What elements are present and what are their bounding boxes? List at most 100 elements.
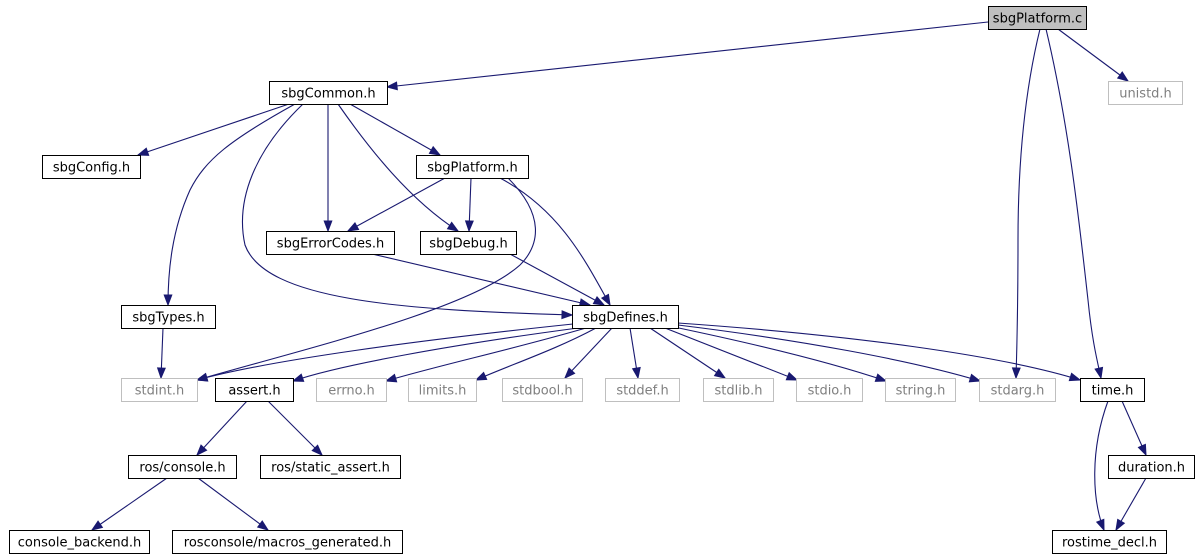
node-assert-h[interactable]: assert.h (215, 378, 294, 402)
edge-line (167, 103, 296, 306)
edge-sbgCommon_h-to-sbgErrorCodes_h (323, 104, 333, 233)
edge-assert_h-to-ros_static_assert_h (267, 400, 323, 456)
node-box (416, 155, 529, 179)
node-label: sbgTypes.h (132, 311, 204, 326)
node-time-h[interactable]: time.h (1080, 378, 1145, 402)
node-limits-h: limits.h (408, 378, 477, 402)
node-label: stdlib.h (715, 384, 763, 399)
edge-line (91, 477, 168, 531)
edge-line (1015, 28, 1041, 379)
edge-arrowhead (1094, 366, 1104, 380)
node-ros-static-assert-h[interactable]: ros/static_assert.h (260, 455, 401, 479)
edge-line (137, 103, 290, 156)
edge-line (677, 324, 981, 382)
edge-line (664, 327, 798, 381)
edge-line (649, 327, 726, 379)
node-label: sbgCommon.h (281, 87, 375, 102)
edge-line (347, 177, 446, 232)
node-sbgConfig-h[interactable]: sbgConfig.h (42, 155, 141, 179)
edge-sbgPlatform_h-to-sbgDefines_h (499, 177, 611, 307)
edge-line (196, 177, 536, 381)
node-box (1080, 378, 1145, 402)
edge-arrowhead (1095, 518, 1105, 532)
edge-arrowhead (196, 444, 208, 457)
node-ros-console-h[interactable]: ros/console.h (128, 455, 237, 479)
node-label: stdio.h (808, 384, 852, 399)
edge-sbgCommon_h-to-sbgDefines_h (241, 103, 574, 320)
edge-sbgPlatform_h-to-sbgErrorCodes_h (346, 177, 446, 232)
node-sbgDebug-h[interactable]: sbgDebug.h (420, 231, 517, 255)
node-label: unistd.h (1119, 87, 1172, 102)
edge-sbgCommon_h-to-sbgConfig_h (136, 103, 290, 156)
edge-sbgDefines_h-to-stdarg_h (677, 324, 982, 383)
edge-arrowhead (1115, 518, 1126, 532)
edge-arrowhead (474, 371, 488, 381)
node-unistd-h: unistd.h (1108, 81, 1183, 105)
edge-sbgDebug_h-to-sbgDefines_h (509, 253, 606, 306)
node-box (988, 6, 1087, 30)
edge-line (1057, 28, 1129, 82)
node-label: sbgPlatform.c (993, 12, 1082, 27)
edge-line (197, 477, 269, 531)
node-box (9, 530, 150, 554)
node-rosconsole-macros-generated-h[interactable]: rosconsole/macros_generated.h (172, 530, 403, 554)
node-box (316, 378, 387, 402)
node-label: stdarg.h (991, 384, 1045, 399)
edge-arrowhead (592, 296, 606, 306)
node-label: rosconsole/macros_generated.h (184, 536, 391, 551)
edge-arrowhead (163, 294, 173, 307)
node-sbgTypes-h[interactable]: sbgTypes.h (121, 305, 216, 329)
edge-sbgDefines_h-to-errno_h (384, 327, 587, 383)
node-box (121, 378, 198, 402)
node-sbgErrorCodes-h[interactable]: sbgErrorCodes.h (266, 231, 395, 255)
edge-duration_h-to-rostime_decl_h (1115, 477, 1147, 532)
edge-sbgPlatform_c-to-sbgCommon_h (385, 21, 989, 91)
node-box (1108, 455, 1195, 479)
edge-sbgDefines_h-to-string_h (673, 326, 888, 382)
node-label: sbgErrorCodes.h (277, 237, 384, 252)
node-box (269, 81, 388, 105)
node-label: sbgDefines.h (583, 311, 668, 326)
node-duration-h[interactable]: duration.h (1108, 455, 1195, 479)
node-label: ros/static_assert.h (271, 461, 390, 476)
edge-line (349, 103, 441, 156)
node-box (1108, 81, 1183, 105)
edge-arrowhead (256, 520, 270, 531)
node-box (605, 378, 680, 402)
edge-line (196, 323, 574, 381)
node-sbgCommon-h[interactable]: sbgCommon.h (269, 81, 388, 105)
node-box (172, 530, 403, 554)
edge-sbgCommon_h-to-sbgPlatform_h (349, 103, 442, 156)
node-label: string.h (896, 384, 946, 399)
node-console-backend-h[interactable]: console_backend.h (9, 530, 150, 554)
edge-line (475, 327, 597, 381)
edge-line (385, 327, 587, 382)
node-stddef-h: stddef.h (605, 378, 680, 402)
edge-arrowhead (384, 373, 398, 383)
edge-ros_console_h-to-console_backend_h (90, 477, 168, 531)
edge-line (673, 326, 887, 382)
node-errno-h: errno.h (316, 378, 387, 402)
edge-arrowhead (561, 310, 574, 320)
node-sbgPlatform-h[interactable]: sbgPlatform.h (416, 155, 529, 179)
edge-sbgDefines_h-to-stdio_h (664, 327, 799, 381)
edge-line (1094, 400, 1109, 531)
node-rostime-decl-h[interactable]: rostime_decl.h (1052, 530, 1167, 554)
edge-sbgDefines_h-to-limits_h (474, 327, 597, 381)
edge-sbgPlatform_h-to-sbgDebug_h (464, 177, 474, 233)
node-sbgPlatform-c[interactable]: sbgPlatform.c (988, 6, 1087, 30)
node-sbgDefines-h[interactable]: sbgDefines.h (572, 305, 679, 329)
node-label: sbgPlatform.h (427, 161, 517, 176)
edge-sbgDefines_h-to-time_h (677, 322, 1082, 382)
edge-arrowhead (1116, 71, 1130, 82)
edge-line (371, 253, 591, 306)
node-box (128, 455, 237, 479)
node-label: limits.h (419, 384, 467, 399)
edge-arrowhead (785, 371, 799, 381)
node-label: stddef.h (616, 384, 668, 399)
edges-layer (90, 21, 1147, 532)
edge-assert_h-to-ros_console_h (196, 400, 248, 457)
edge-arrowhead (385, 81, 398, 91)
edge-sbgDefines_h-to-assert_h (291, 327, 579, 382)
